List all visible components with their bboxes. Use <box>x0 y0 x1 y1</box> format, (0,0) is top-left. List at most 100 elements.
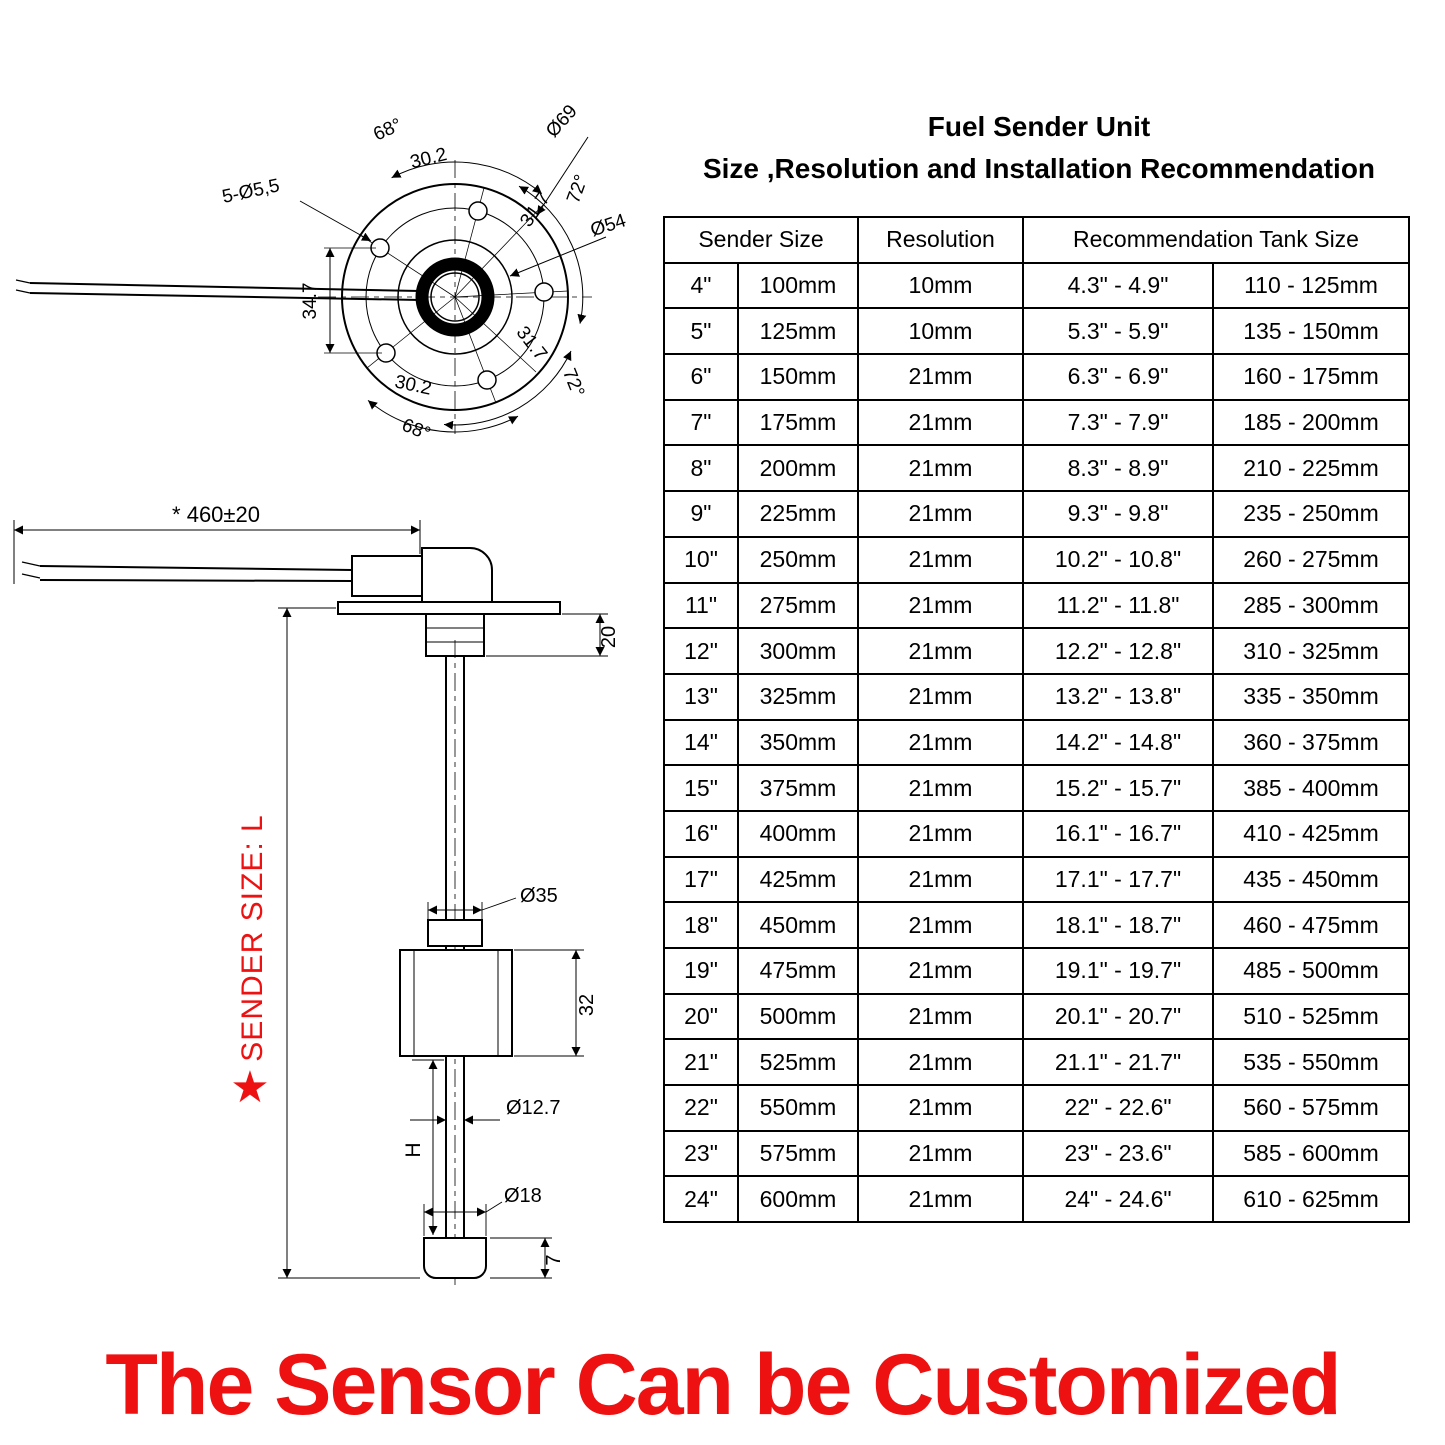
cell-sender-size-mm: 575mm <box>737 1129 859 1178</box>
sender-size-label: SENDER SIZE: L <box>236 814 269 1061</box>
table-row: 18" 450mm 21mm 18.1" - 18.7" 460 - 475mm <box>663 901 1410 949</box>
cell-sender-size-in: 5" <box>663 307 739 356</box>
spec-table: Sender Size Resolution Recommendation Ta… <box>663 216 1410 1224</box>
cell-sender-size-in: 20" <box>663 992 739 1041</box>
cell-resolution: 21mm <box>857 1038 1024 1087</box>
cell-resolution: 21mm <box>857 444 1024 493</box>
cell-tank-size-mm: 485 - 500mm <box>1212 947 1410 995</box>
side-view-labels-group: * 460±20 20 Ø35 32 H Ø12.7 Ø18 7 SENDER … <box>172 502 620 1266</box>
cell-resolution: 21mm <box>857 809 1024 858</box>
dim-label-30-2-top: 30.2 <box>408 144 449 173</box>
page-subtitle: Size ,Resolution and Installation Recomm… <box>702 153 1376 184</box>
cell-tank-size-in: 22" - 22.6" <box>1022 1084 1214 1132</box>
cell-sender-size-mm: 100mm <box>737 261 859 310</box>
dim-arc-right <box>518 185 587 324</box>
table-row: 7" 175mm 21mm 7.3" - 7.9" 185 - 200mm <box>663 398 1410 447</box>
cell-tank-size-mm: 360 - 375mm <box>1212 718 1410 767</box>
table-row: 17" 425mm 21mm 17.1" - 17.7" 435 - 450mm <box>663 855 1410 904</box>
cell-sender-size-in: 16" <box>663 809 739 858</box>
cell-resolution: 10mm <box>857 261 1024 310</box>
cell-tank-size-in: 7.3" - 7.9" <box>1022 398 1214 447</box>
cell-tank-size-in: 18.1" - 18.7" <box>1022 901 1214 949</box>
dim-label-31-7-bottom: 31.7 <box>512 323 551 365</box>
cell-tank-size-in: 17.1" - 17.7" <box>1022 855 1214 904</box>
cell-tank-size-in: 4.3" - 4.9" <box>1022 261 1214 310</box>
cell-sender-size-in: 11" <box>663 581 739 630</box>
center-ring <box>415 257 495 337</box>
cell-sender-size-in: 10" <box>663 535 739 584</box>
cell-sender-size-mm: 125mm <box>737 307 859 356</box>
cell-sender-size-mm: 425mm <box>737 855 859 904</box>
cell-resolution: 21mm <box>857 581 1024 630</box>
cell-tank-size-mm: 335 - 350mm <box>1212 672 1410 721</box>
cell-tank-size-mm: 510 - 525mm <box>1212 992 1410 1041</box>
cell-resolution: 10mm <box>857 307 1024 356</box>
cell-resolution: 21mm <box>857 718 1024 767</box>
cell-tank-size-in: 21.1" - 21.7" <box>1022 1038 1214 1087</box>
leader-dia-outer <box>536 136 589 216</box>
cell-resolution: 21mm <box>857 627 1024 675</box>
cell-tank-size-mm: 410 - 425mm <box>1212 809 1410 858</box>
table-row: 11" 275mm 21mm 11.2" - 11.8" 285 - 300mm <box>663 581 1410 630</box>
wire-leads <box>29 282 421 301</box>
cell-sender-size-in: 12" <box>663 627 739 675</box>
col-header-tank-size: Recommendation Tank Size <box>1022 216 1410 264</box>
dim-label-wire-length: * 460±20 <box>172 502 260 527</box>
table-row: 5" 125mm 10mm 5.3" - 5.9" 135 - 150mm <box>663 307 1410 356</box>
table-row: 16" 400mm 21mm 16.1" - 16.7" 410 - 425mm <box>663 809 1410 858</box>
cell-resolution: 21mm <box>857 353 1024 401</box>
wire-tips <box>15 279 31 294</box>
cell-tank-size-mm: 385 - 400mm <box>1212 764 1410 812</box>
cell-resolution: 21mm <box>857 901 1024 949</box>
table-row: 21" 525mm 21mm 21.1" - 21.7" 535 - 550mm <box>663 1038 1410 1087</box>
col-header-resolution: Resolution <box>857 216 1024 264</box>
cell-tank-size-in: 9.3" - 9.8" <box>1022 490 1214 538</box>
cell-tank-size-in: 13.2" - 13.8" <box>1022 672 1214 721</box>
cell-sender-size-mm: 500mm <box>737 992 859 1041</box>
cell-sender-size-mm: 200mm <box>737 444 859 493</box>
table-row: 10" 250mm 21mm 10.2" - 10.8" 260 - 275mm <box>663 535 1410 584</box>
cell-sender-size-in: 23" <box>663 1129 739 1178</box>
cell-sender-size-mm: 375mm <box>737 764 859 812</box>
cell-tank-size-mm: 435 - 450mm <box>1212 855 1410 904</box>
top-view-drawing: 68° 30.2 Ø69 72° 31.7 Ø54 5-Ø5,5 34.7 31… <box>15 101 629 445</box>
cell-resolution: 21mm <box>857 490 1024 538</box>
center-hole <box>430 272 480 322</box>
table-header-row: Sender Size Resolution Recommendation Ta… <box>663 216 1410 264</box>
cell-sender-size-in: 22" <box>663 1084 739 1132</box>
cell-tank-size-mm: 285 - 300mm <box>1212 581 1410 630</box>
cell-resolution: 21mm <box>857 1084 1024 1132</box>
cell-tank-size-in: 8.3" - 8.9" <box>1022 444 1214 493</box>
cell-tank-size-mm: 535 - 550mm <box>1212 1038 1410 1087</box>
cell-sender-size-mm: 300mm <box>737 627 859 675</box>
cell-sender-size-in: 17" <box>663 855 739 904</box>
cell-sender-size-in: 21" <box>663 1038 739 1087</box>
cell-sender-size-in: 7" <box>663 398 739 447</box>
dim-label-dia-54: Ø54 <box>588 210 629 241</box>
dim-label-dia-12-7: Ø12.7 <box>506 1097 560 1119</box>
cell-tank-size-mm: 585 - 600mm <box>1212 1129 1410 1178</box>
cell-tank-size-mm: 460 - 475mm <box>1212 901 1410 949</box>
cell-sender-size-mm: 525mm <box>737 1038 859 1087</box>
table-row: 12" 300mm 21mm 12.2" - 12.8" 310 - 325mm <box>663 627 1410 675</box>
cell-sender-size-in: 9" <box>663 490 739 538</box>
dim-label-hole-callout: 5-Ø5,5 <box>220 175 281 208</box>
flange-geometry-group <box>15 136 607 434</box>
cell-resolution: 21mm <box>857 1129 1024 1178</box>
dim-label-dia-35: Ø35 <box>520 885 558 907</box>
table-row: 20" 500mm 21mm 20.1" - 20.7" 510 - 525mm <box>663 992 1410 1041</box>
cell-sender-size-mm: 175mm <box>737 398 859 447</box>
float-body <box>399 949 513 1057</box>
col-header-sender-size: Sender Size <box>663 216 859 264</box>
table-row: 6" 150mm 21mm 6.3" - 6.9" 160 - 175mm <box>663 353 1410 401</box>
wire-leads <box>39 565 353 582</box>
cell-sender-size-in: 6" <box>663 353 739 401</box>
dim-label-32: 32 <box>576 994 598 1016</box>
leader-dia-18 <box>485 1201 503 1213</box>
cell-sender-size-in: 24" <box>663 1175 739 1224</box>
dim-label-dia-18: Ø18 <box>504 1185 542 1207</box>
dim-arc-bottom <box>367 400 519 433</box>
cell-tank-size-in: 11.2" - 11.8" <box>1022 581 1214 630</box>
cell-sender-size-mm: 225mm <box>737 490 859 538</box>
cell-sender-size-in: 19" <box>663 947 739 995</box>
